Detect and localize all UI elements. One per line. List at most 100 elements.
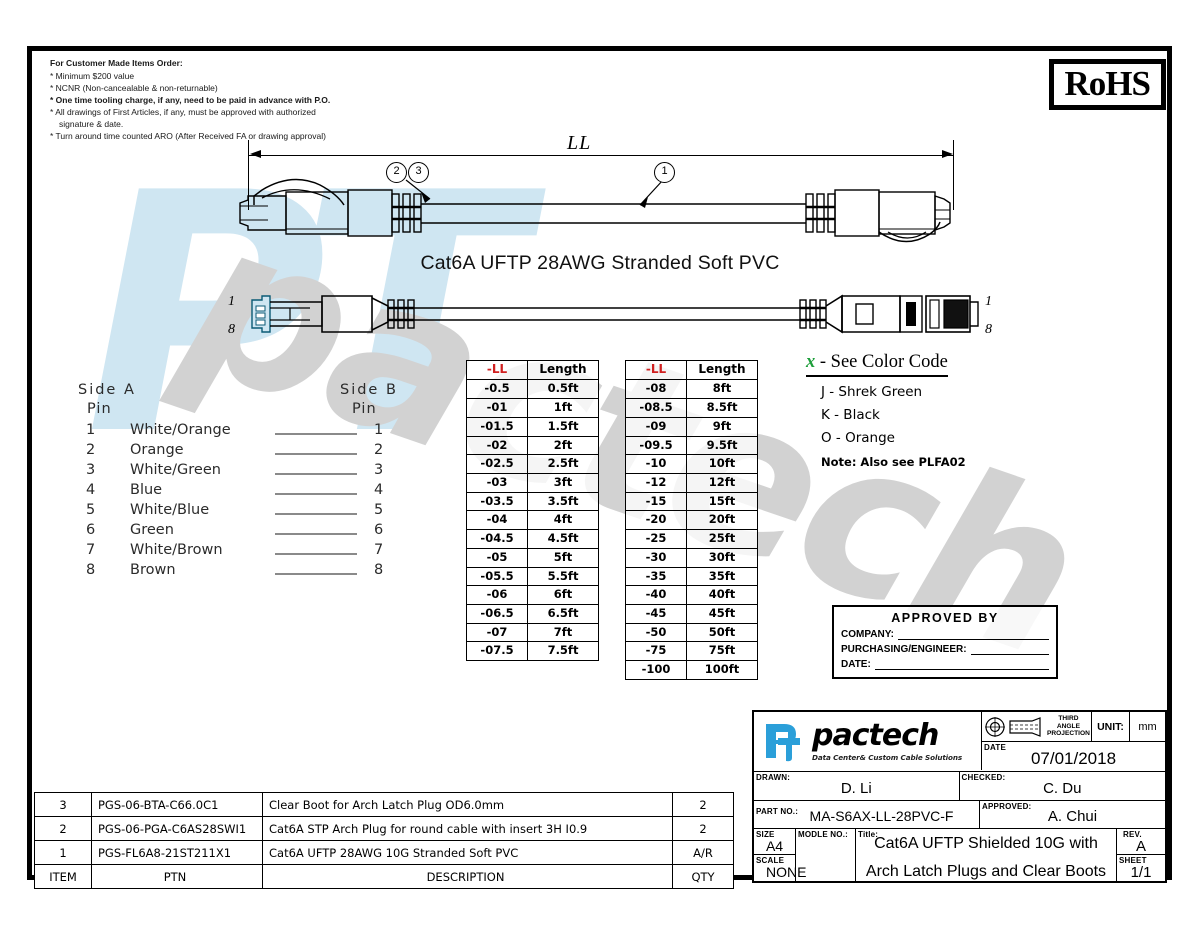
notes-title: For Customer Made Items Order:: [50, 58, 183, 68]
part-number-label: PART NO.:: [756, 807, 799, 816]
length-value-cell: 4.5ft: [527, 529, 599, 549]
notes-line-3: * One time tooling charge, if any, need …: [50, 95, 331, 106]
length-code-cell: -08.5: [625, 398, 687, 418]
scale-cell: SCALE NONE: [754, 855, 859, 881]
callout-bubble-3: 3: [408, 162, 429, 183]
length-value-cell: 9ft: [686, 416, 758, 437]
length-value-cell: 75ft: [686, 641, 758, 662]
color-code-note: Note: Also see PLFA02: [821, 455, 966, 469]
model-number-label: MODLE NO.:: [798, 830, 848, 839]
length-code-cell: -06.5: [466, 603, 528, 624]
column-header-code: -LL: [625, 359, 687, 381]
length-code-cell: -05.5: [466, 566, 528, 587]
pinout-row: 1 White/Orange 1: [78, 422, 398, 442]
bom-header-description: DESCRIPTION: [262, 864, 673, 889]
pin-connection-line: [275, 533, 357, 535]
bom-item-cell: 1: [34, 840, 92, 865]
color-code-item-j: J - Shrek Green: [821, 384, 923, 400]
length-code-cell: -02.5: [466, 454, 528, 474]
length-code-cell: -03: [466, 472, 528, 493]
projection-label-line2: ANGLE: [1056, 722, 1080, 730]
length-value-cell: 8ft: [686, 379, 758, 400]
approved-engineer-row: PURCHASING/ENGINEER:: [841, 644, 1049, 655]
pin-wire-color: Blue: [130, 482, 163, 498]
pin-wire-color: White/Orange: [130, 422, 231, 438]
approved-date-row: DATE:: [841, 659, 1049, 670]
dimension-label-ll: LL: [567, 132, 592, 154]
pin-wire-color: White/Green: [130, 462, 221, 478]
company-logo: pactech Data Center& Custom Cable Soluti…: [754, 712, 982, 770]
pin-a-number: 4: [86, 482, 96, 498]
pin-a-number: 6: [86, 522, 96, 538]
table-header-row: -LL Length: [625, 359, 758, 381]
size-scale-column: SIZE A4 SCALE NONE: [754, 829, 806, 881]
logo-tagline: Data Center& Custom Cable Solutions: [812, 752, 963, 762]
length-value-cell: 45ft: [686, 603, 758, 624]
color-code-item-k: K - Black: [821, 407, 880, 423]
sheet-value: 1/1: [1130, 864, 1152, 881]
checked-label: CHECKED:: [961, 773, 1006, 782]
length-value-cell: 8.5ft: [686, 398, 758, 418]
callout-bubble-2: 2: [386, 162, 407, 183]
length-value-cell: 6ft: [527, 585, 599, 605]
length-code-cell: -01.5: [466, 416, 528, 437]
pinout-row: 2 Orange 2: [78, 442, 398, 462]
rohs-badge: RoHS: [1048, 59, 1166, 111]
length-code-cell: -04.5: [466, 529, 528, 549]
notes-line-5: signature & date.: [59, 119, 124, 130]
pin-a-number: 7: [86, 542, 96, 558]
approved-engineer-field[interactable]: [970, 645, 1049, 655]
bom-description-cell: Cat6A UFTP 28AWG 10G Stranded Soft PVC: [262, 840, 673, 865]
length-code-cell: -35: [625, 566, 687, 587]
length-value-cell: 4ft: [527, 510, 599, 531]
pin-a-number: 8: [86, 562, 96, 578]
length-code-cell: -03.5: [466, 491, 528, 512]
sheet-cell: SHEET 1/1: [1117, 855, 1165, 881]
color-code-item-o: O - Orange: [821, 430, 895, 446]
pinout-row: 6 Green 6: [78, 522, 398, 542]
size-value: A4: [765, 838, 784, 854]
pin-connection-line: [275, 573, 357, 575]
side-a-title: Side A: [78, 382, 136, 398]
approved-company-label: COMPANY:: [841, 629, 894, 640]
bom-qty-cell: 2: [672, 816, 734, 841]
notes-line-6: * Turn around time counted ARO (After Re…: [50, 131, 326, 142]
pin-connection-line: [275, 553, 357, 555]
length-value-cell: 3ft: [527, 472, 599, 493]
approved-engineer-label: PURCHASING/ENGINEER:: [841, 644, 967, 655]
bom-ptn-cell: PGS-FL6A8-21ST211X1: [91, 840, 263, 865]
pin-wire-color: White/Brown: [130, 542, 223, 558]
length-code-cell: -06: [466, 585, 528, 605]
notes-line-2: * NCNR (Non-cancealable & non-returnable…: [50, 83, 218, 94]
side-a-subtitle: Pin: [87, 401, 112, 417]
pin-b-number: 4: [374, 482, 384, 498]
length-code-cell: -08: [625, 379, 687, 400]
length-value-cell: 20ft: [686, 510, 758, 531]
part-number-value: MA-S6AX-LL-28PVC-F: [809, 808, 954, 824]
length-value-cell: 7.5ft: [527, 641, 599, 662]
length-code-cell: -75: [625, 641, 687, 662]
dimension-extension-left: [248, 140, 249, 210]
length-code-cell: -15: [625, 491, 687, 512]
length-code-cell: -40: [625, 585, 687, 605]
pin-b-number: 6: [374, 522, 384, 538]
bom-description-cell: Cat6A STP Arch Plug for round cable with…: [262, 816, 673, 841]
approved-company-field[interactable]: [897, 630, 1049, 640]
callout-bubble-1: 1: [654, 162, 675, 183]
approved-date-field[interactable]: [874, 660, 1049, 670]
title-block-row-logo: pactech Data Center& Custom Cable Soluti…: [754, 712, 1165, 772]
scale-label: SCALE: [756, 856, 785, 865]
